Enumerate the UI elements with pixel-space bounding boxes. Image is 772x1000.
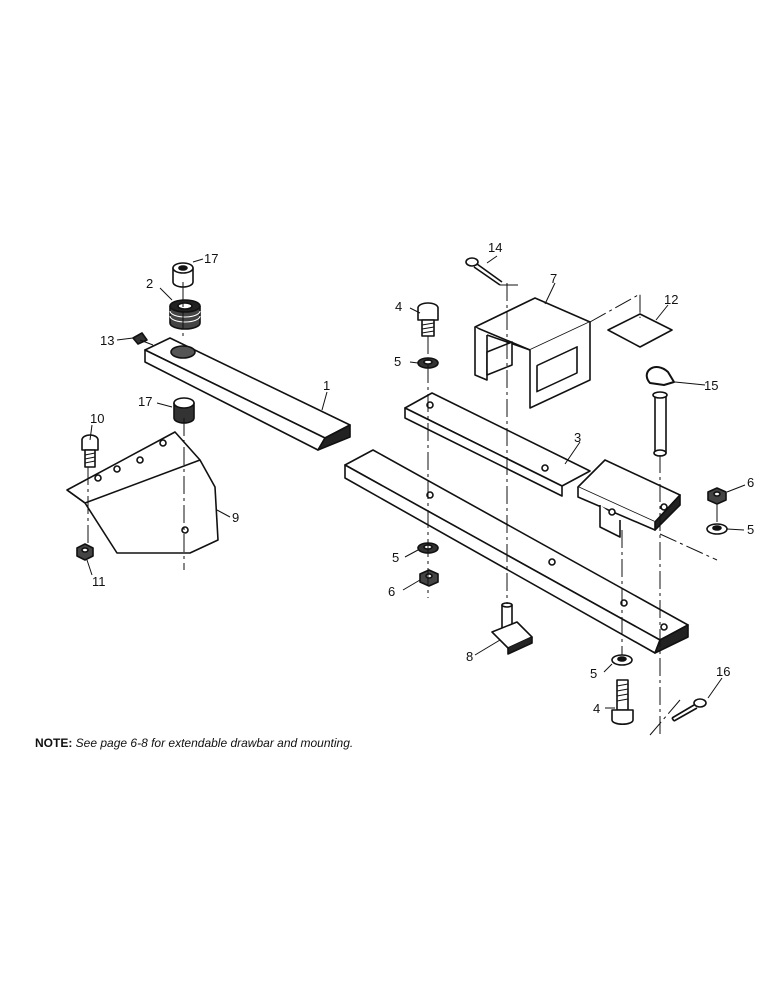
callout-16: 16 — [716, 664, 730, 679]
part-10-bolt — [81, 434, 99, 468]
callout-1: 1 — [323, 378, 330, 393]
part-16-clip-pin — [671, 698, 707, 722]
callout-12: 12 — [664, 292, 678, 307]
callout-13: 13 — [100, 333, 114, 348]
callout-7: 7 — [550, 271, 557, 286]
part-1-drawbar — [144, 337, 351, 451]
callout-5-right: 5 — [747, 522, 754, 537]
part-11-nut — [76, 543, 94, 561]
note-text: See page 6-8 for extendable drawbar and … — [72, 736, 354, 750]
callout-15: 15 — [704, 378, 718, 393]
part-3-drawbar-assembly — [404, 392, 681, 538]
alignment-lines — [87, 282, 718, 736]
callout-17-bottom: 17 — [138, 394, 152, 409]
callout-5-mid: 5 — [392, 550, 399, 565]
part-4-bolt-top — [417, 302, 439, 337]
callouts: 17 2 13 1 17 10 9 11 14 4 5 7 12 15 3 6 … — [90, 240, 754, 716]
callout-4-bottom: 4 — [593, 701, 600, 716]
part-15-hitch-pin — [645, 366, 675, 457]
part-5-washer-bottom — [611, 654, 633, 666]
callout-2: 2 — [146, 276, 153, 291]
callout-5-bottom: 5 — [590, 666, 597, 681]
callout-17-top: 17 — [204, 251, 218, 266]
part-8-pivot-pin — [491, 602, 533, 655]
footnote: NOTE: See page 6-8 for extendable drawba… — [35, 736, 353, 750]
part-6-nut-right — [707, 487, 727, 505]
part-5-washer-right — [706, 523, 728, 535]
callout-10: 10 — [90, 411, 104, 426]
part-12-pad — [607, 313, 673, 348]
note-label: NOTE: — [35, 736, 73, 750]
callout-6-mid: 6 — [388, 584, 395, 599]
callout-4-top: 4 — [395, 299, 402, 314]
callout-11: 11 — [92, 574, 106, 589]
part-6-nut-mid — [419, 569, 439, 587]
part-7-bracket — [474, 297, 591, 409]
callout-9: 9 — [232, 510, 239, 525]
callout-8: 8 — [466, 649, 473, 664]
part-3-lower-bar — [344, 449, 689, 654]
part-4-bolt-bottom — [611, 679, 634, 725]
callout-6-right: 6 — [747, 475, 754, 490]
part-9-mounting-plate — [66, 431, 219, 554]
callout-14: 14 — [488, 240, 502, 255]
callout-5-top: 5 — [394, 354, 401, 369]
part-2-bushing — [169, 299, 201, 330]
leader-lines — [86, 255, 746, 709]
callout-3: 3 — [574, 430, 581, 445]
part-14-pin — [465, 257, 503, 286]
